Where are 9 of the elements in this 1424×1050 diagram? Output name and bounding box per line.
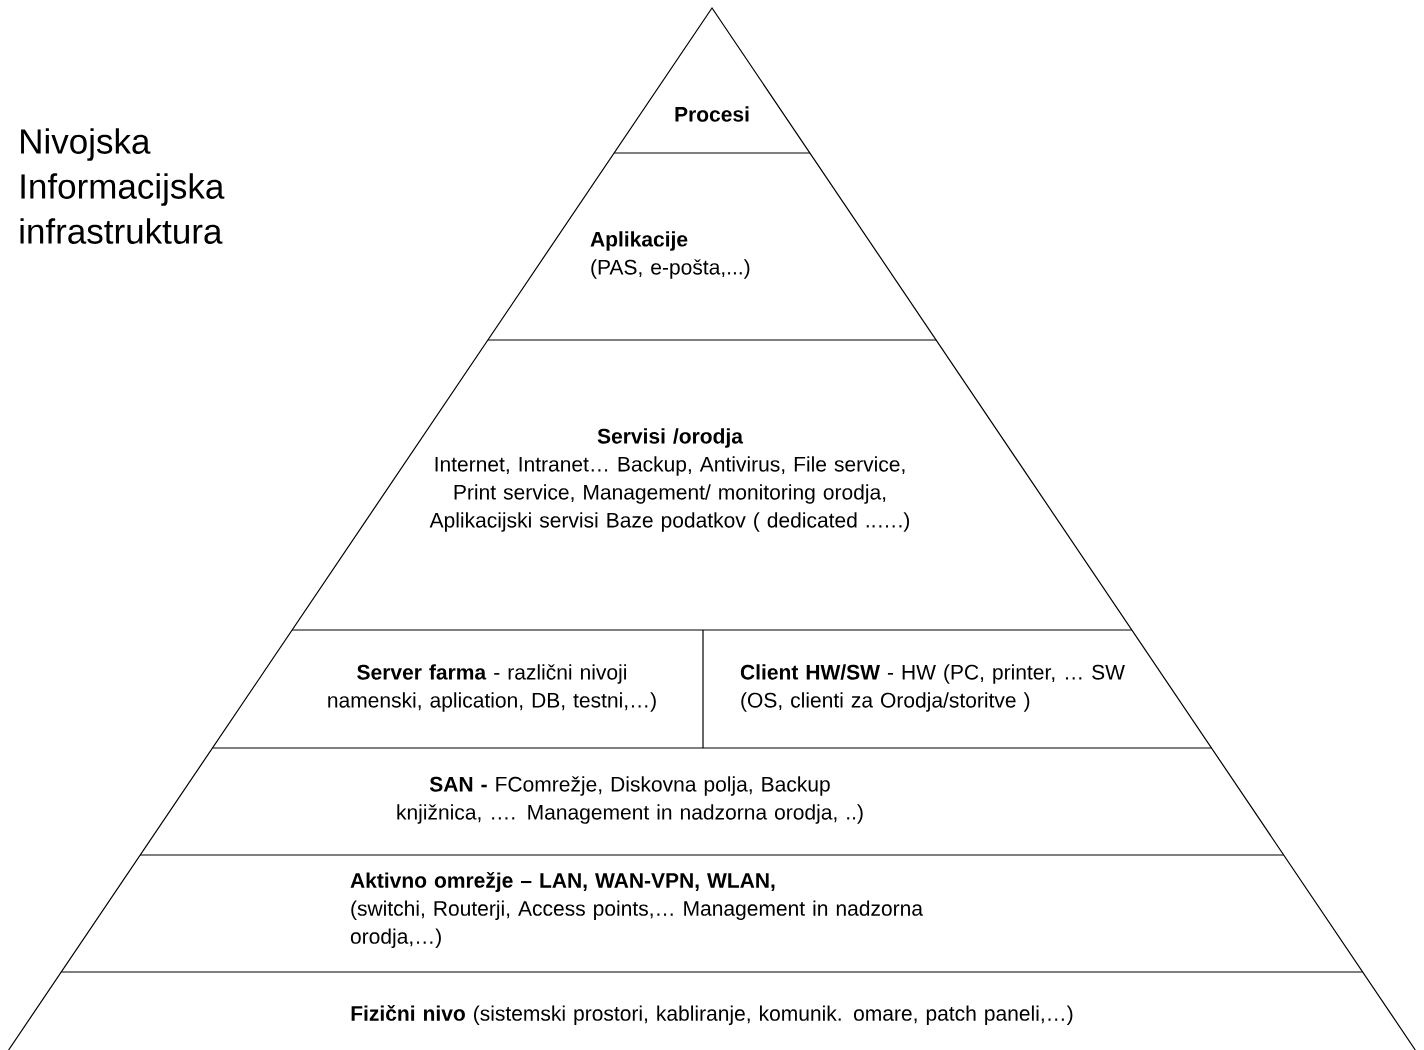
layer-label: Procesi [675, 106, 749, 122]
layer-label: Servisi /orodja Internet, Intranet… Backup, Antivirus, File service, Print service, Management/ monitoring orodja, Aplikacijski servisi Baze podatkov ( dedicated ..….) [429, 428, 910, 532]
layer-label: Fizični nivo (sistemski prostori, kabliranje, komunik. omare, patch paneli,…) [351, 1005, 1073, 1025]
layer-label: Aktivno omrežje – LAN, WAN-VPN, WLAN, (switchi, Routerji, Access points,… Management in nadzorna orodja,…) [350, 872, 923, 948]
layer-label: SAN - FComrežje, Diskovna polja, Backup knjižnica, …. Management in nadzorna orodja, ..) [397, 776, 863, 824]
title: Nivojska Informacijska infrastruktura [20, 128, 225, 244]
layer-label: Client HW/SW - HW (PC, printer, … SW (OS, clienti za Orodja/storitve ) [740, 664, 1125, 712]
layer-label: Server farma - različni nivoji namenski, aplication, DB, testni,…) [328, 664, 656, 712]
layer-label: Aplikacije (PAS, e-pošta,...) [590, 231, 750, 279]
